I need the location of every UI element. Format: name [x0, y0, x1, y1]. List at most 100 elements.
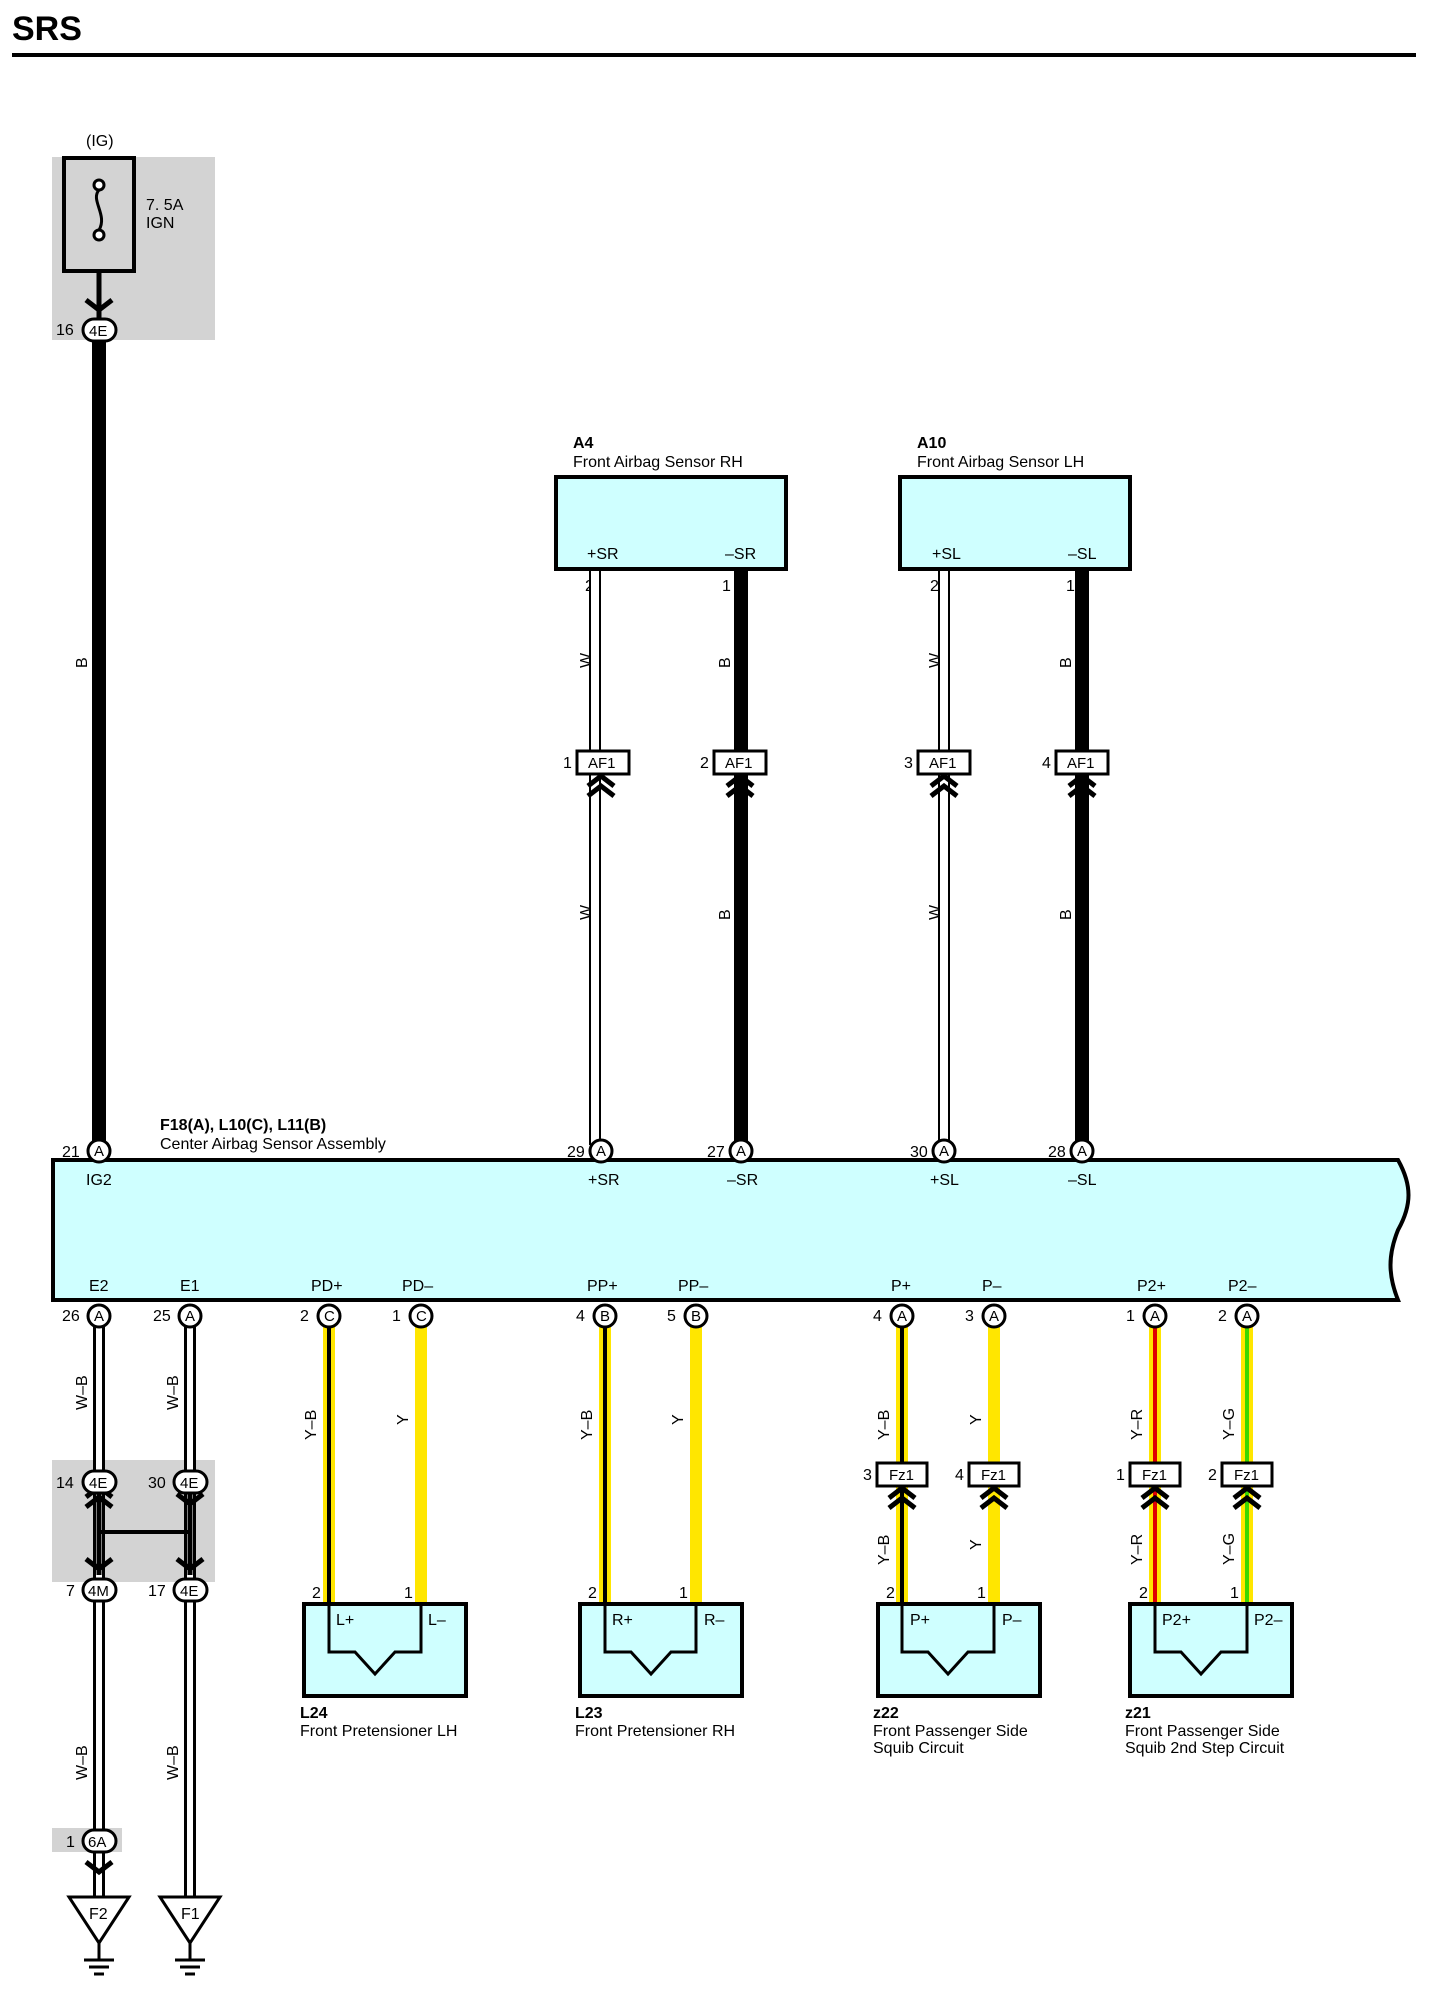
svg-text:4E: 4E — [180, 1583, 198, 1600]
svg-text:R–: R– — [704, 1612, 725, 1629]
svg-text:Fz1: Fz1 — [1142, 1467, 1167, 1484]
svg-text:B: B — [717, 909, 734, 920]
svg-text:L24: L24 — [300, 1705, 328, 1722]
svg-text:+SR: +SR — [588, 1172, 620, 1189]
svg-text:2: 2 — [300, 1308, 309, 1325]
svg-text:1: 1 — [1066, 578, 1075, 595]
wire-yb-pp-plus — [599, 1310, 611, 1604]
svg-text:14: 14 — [56, 1475, 74, 1492]
svg-text:A: A — [94, 1143, 104, 1160]
svg-text:1: 1 — [722, 578, 731, 595]
svg-text:Y–R: Y–R — [1129, 1409, 1146, 1440]
svg-text:Front Passenger Side: Front Passenger Side — [1125, 1723, 1280, 1740]
svg-text:–SR: –SR — [725, 546, 756, 563]
svg-text:3: 3 — [904, 755, 913, 772]
junction-connector-7: 4M 7 — [66, 1577, 118, 1603]
svg-text:Y: Y — [968, 1539, 985, 1550]
svg-text:17: 17 — [148, 1583, 166, 1600]
svg-text:B: B — [691, 1308, 701, 1325]
svg-text:Y–B: Y–B — [303, 1410, 320, 1440]
wire-b-label: B — [74, 657, 91, 668]
svg-text:27: 27 — [707, 1144, 725, 1161]
svg-text:30: 30 — [910, 1144, 928, 1161]
svg-text:1: 1 — [1230, 1585, 1239, 1602]
svg-text:R+: R+ — [612, 1612, 633, 1629]
svg-text:B: B — [600, 1308, 610, 1325]
assembly-bottom-pins — [86, 1303, 1260, 1329]
svg-text:1: 1 — [66, 1834, 75, 1851]
svg-text:W–B: W–B — [165, 1745, 182, 1780]
svg-text:P2–: P2– — [1254, 1612, 1283, 1629]
fz1-connector-3: Fz1 3 — [863, 1461, 929, 1508]
svg-text:4E: 4E — [180, 1475, 198, 1492]
svg-text:PD+: PD+ — [311, 1278, 343, 1295]
device-l24: L+ L– 2 1 L24 Front Pretensioner LH — [300, 1585, 468, 1740]
svg-text:6A: 6A — [88, 1834, 106, 1851]
svg-text:3: 3 — [965, 1308, 974, 1325]
svg-text:4: 4 — [1042, 755, 1051, 772]
svg-text:W: W — [927, 652, 944, 668]
svg-text:Front Pretensioner RH: Front Pretensioner RH — [575, 1723, 735, 1740]
fuse-pin-no: 16 — [56, 322, 74, 339]
svg-text:1: 1 — [1116, 1467, 1125, 1484]
wire-yb-pd-plus — [323, 1310, 335, 1604]
af1-connector-1: AF1 1 — [563, 749, 631, 796]
svg-text:+SR: +SR — [587, 546, 619, 563]
svg-text:2: 2 — [1218, 1308, 1227, 1325]
svg-text:AF1: AF1 — [725, 755, 753, 772]
fuse-ig-label: (IG) — [86, 133, 114, 150]
svg-text:Y–G: Y–G — [1221, 1408, 1238, 1440]
svg-text:B: B — [717, 657, 734, 668]
junction-connector-30: 4E 30 — [148, 1469, 209, 1495]
svg-text:2: 2 — [312, 1585, 321, 1602]
svg-text:28: 28 — [1048, 1144, 1066, 1161]
svg-text:+SL: +SL — [932, 546, 961, 563]
af1-connector-2: AF1 2 — [700, 749, 768, 796]
svg-text:C: C — [416, 1308, 427, 1325]
sensor-rh-code: A4 — [573, 435, 594, 452]
junction-connector-14: 4E 14 — [56, 1469, 118, 1495]
svg-text:4: 4 — [873, 1308, 882, 1325]
svg-text:–SL: –SL — [1068, 546, 1097, 563]
sensor-lh-name: Front Airbag Sensor LH — [917, 454, 1084, 471]
svg-text:Y–B: Y–B — [579, 1410, 596, 1440]
fuse-icon — [94, 188, 104, 231]
svg-text:B: B — [1058, 909, 1075, 920]
svg-text:A: A — [989, 1308, 999, 1325]
svg-text:W–B: W–B — [74, 1375, 91, 1410]
svg-text:PD–: PD– — [402, 1278, 433, 1295]
svg-text:2: 2 — [1139, 1585, 1148, 1602]
svg-text:Y–G: Y–G — [1221, 1533, 1238, 1565]
svg-text:E2: E2 — [89, 1278, 109, 1295]
svg-text:Y: Y — [670, 1414, 687, 1425]
svg-text:A: A — [1077, 1143, 1087, 1160]
svg-text:A: A — [1242, 1308, 1252, 1325]
svg-text:4: 4 — [955, 1467, 964, 1484]
sensor-rh-box — [554, 475, 788, 571]
svg-text:3: 3 — [863, 1467, 872, 1484]
svg-text:L+: L+ — [336, 1612, 354, 1629]
svg-text:AF1: AF1 — [1067, 755, 1095, 772]
svg-text:Squib 2nd Step Circuit: Squib 2nd Step Circuit — [1125, 1740, 1285, 1757]
svg-text:A: A — [185, 1308, 195, 1325]
svg-text:4E: 4E — [89, 323, 107, 340]
svg-text:30: 30 — [148, 1475, 166, 1492]
svg-text:PP+: PP+ — [587, 1278, 618, 1295]
svg-text:7: 7 — [66, 1583, 75, 1600]
svg-text:1: 1 — [679, 1585, 688, 1602]
svg-text:Fz1: Fz1 — [1234, 1467, 1259, 1484]
page-title: SRS — [12, 10, 82, 48]
svg-text:21: 21 — [62, 1144, 80, 1161]
svg-text:A: A — [94, 1308, 104, 1325]
svg-text:P2+: P2+ — [1137, 1278, 1166, 1295]
device-z21: P2+ P2– 2 1 z21 Front Passenger Side Squ… — [1125, 1585, 1294, 1757]
fuse-name: IGN — [146, 215, 174, 232]
svg-text:IG2: IG2 — [86, 1172, 112, 1189]
ground-f1: F1 — [157, 1895, 223, 1976]
svg-text:C: C — [324, 1308, 335, 1325]
svg-text:W–B: W–B — [165, 1375, 182, 1410]
svg-text:Y–R: Y–R — [1129, 1534, 1146, 1565]
svg-text:5: 5 — [667, 1308, 676, 1325]
svg-text:1: 1 — [1126, 1308, 1135, 1325]
